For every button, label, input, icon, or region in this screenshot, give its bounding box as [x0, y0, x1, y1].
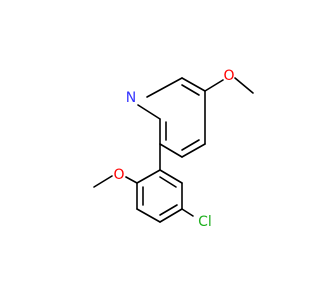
structure-canvas: N O O Cl	[93, 68, 254, 230]
oxygen-atom-label-benzene: O	[113, 167, 124, 183]
bond-c6-c7	[181, 77, 206, 92]
benzene-ring	[136, 169, 183, 223]
bond-b4-b5	[159, 208, 183, 223]
benzene-methoxy	[93, 175, 138, 188]
molecule-drawing: N O O Cl	[93, 68, 254, 230]
bond-c4-c5	[181, 143, 206, 158]
chloro-substituent	[181, 208, 194, 217]
bond-o2-ch3	[93, 175, 113, 188]
bond-b4-b5-double	[159, 204, 178, 216]
bond-b6-b1	[159, 169, 183, 184]
pyridine-ring	[137, 77, 206, 158]
bond-c3-c4	[159, 143, 183, 158]
bond-b5-cl	[181, 208, 194, 217]
bond-n-c2	[137, 104, 161, 120]
nitrogen-atom-label: N	[126, 90, 136, 106]
bond-b3-b4	[136, 208, 161, 223]
bond-b2-o2	[125, 176, 138, 184]
bond-b1-b2	[136, 169, 161, 184]
bond-b6-b1-double	[159, 176, 177, 188]
chlorine-atom-label: Cl	[198, 214, 212, 230]
pyridine-methoxy	[204, 77, 254, 94]
bond-c5-o1	[204, 79, 224, 92]
oxygen-atom-label-pyridine: O	[223, 68, 234, 84]
bond-o1-ch3	[234, 77, 254, 94]
bond-c7-n	[146, 77, 183, 98]
bond-c4-c5-double	[181, 139, 200, 151]
bond-c6-c7-double	[181, 84, 200, 96]
